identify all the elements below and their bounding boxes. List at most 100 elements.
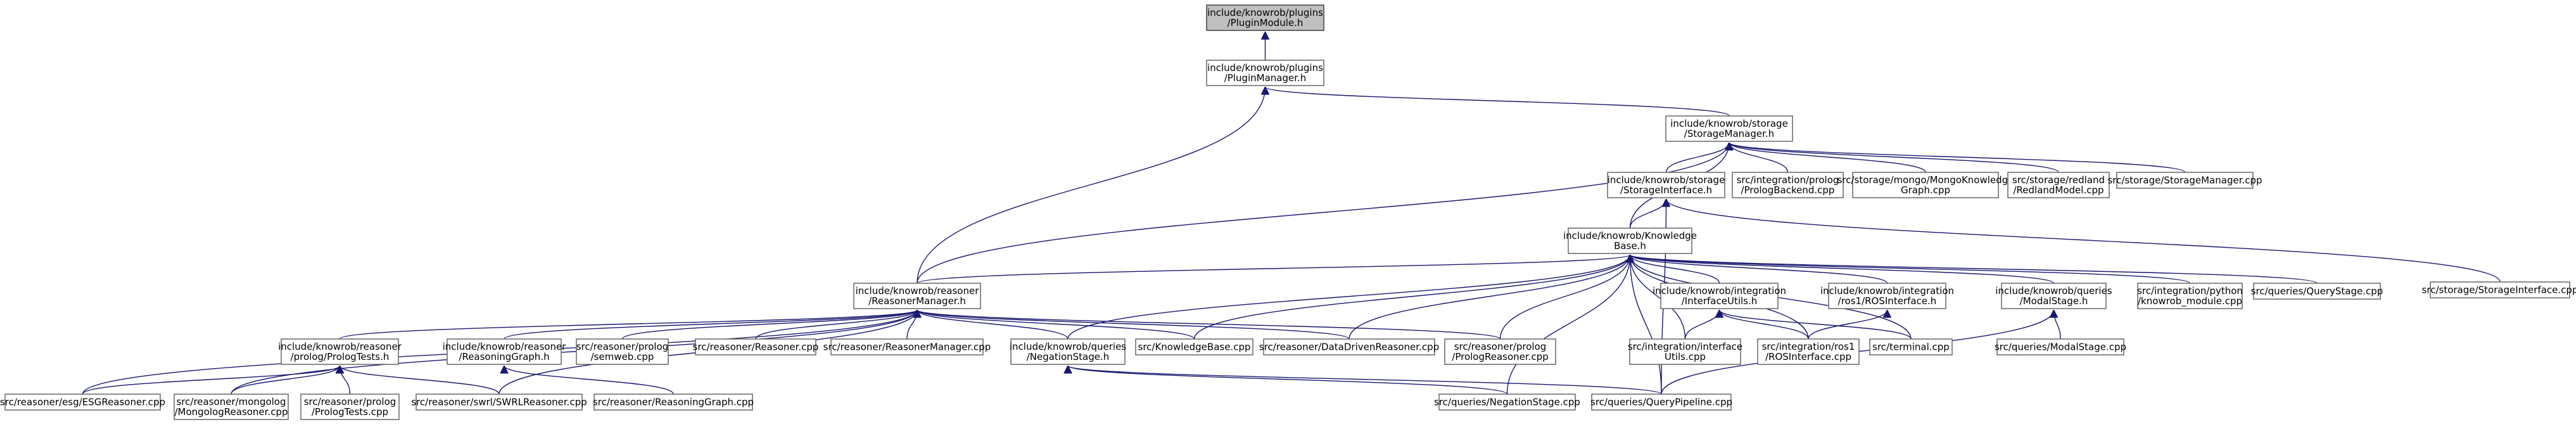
node-querypipeline[interactable]: src/queries/QueryPipeline.cpp bbox=[1590, 394, 1732, 411]
node-label-line: src/reasoner/esg/ESGReasoner.cpp bbox=[0, 397, 165, 408]
node-box bbox=[1206, 60, 1324, 86]
node-prologbackend[interactable]: src/integration/prolog/PrologBackend.cpp bbox=[1732, 172, 1844, 198]
node-label-line: /prolog/PrologTests.h bbox=[291, 351, 390, 362]
node-box bbox=[1263, 338, 1435, 355]
node-esgreasoner[interactable]: src/reasoner/esg/ESGReasoner.cpp bbox=[0, 394, 165, 411]
node-label-line: src/reasoner/mongolog bbox=[176, 396, 286, 407]
node-rosinterface-cpp[interactable]: src/integration/ros1/ROSInterface.cpp bbox=[1757, 338, 1860, 365]
node-label-line: src/queries/ModalStage.cpp bbox=[1995, 342, 2126, 353]
node-box bbox=[830, 338, 984, 355]
node-pluginmodule[interactable]: include/knowrob/plugins/PluginModule.h bbox=[1206, 4, 1324, 31]
node-label-line: Utils.cpp bbox=[1665, 351, 1706, 362]
node-label-line: /StorageInterface.h bbox=[1620, 184, 1712, 196]
node-label-line: /ReasoningGraph.h bbox=[459, 351, 549, 362]
edge-rosinterface_cpp-to-interfaceutils_h bbox=[1720, 309, 1809, 340]
node-redlandmodel[interactable]: src/storage/redland/RedlandModel.cpp bbox=[2007, 172, 2110, 198]
node-negationstage-h[interactable]: include/knowrob/queries/NegationStage.h bbox=[1010, 338, 1126, 365]
node-box bbox=[853, 283, 981, 309]
node-datadrivenreasoner[interactable]: src/reasoner/DataDrivenReasoner.cpp bbox=[1259, 338, 1439, 355]
node-label-line: include/knowrob/plugins bbox=[1207, 62, 1323, 74]
edge-storagemanager_h-to-pluginmanager bbox=[1266, 86, 1730, 117]
node-box bbox=[281, 338, 399, 365]
node-label-line: include/knowrob/reasoner bbox=[443, 341, 567, 352]
node-label-line: /ROSInterface.cpp bbox=[1765, 351, 1851, 362]
node-box bbox=[1665, 115, 1793, 142]
node-reasonermanager-h[interactable]: include/knowrob/reasoner/ReasonerManager… bbox=[853, 283, 981, 309]
node-label-line: /NegationStage.h bbox=[1027, 351, 1110, 362]
node-label-line: src/reasoner/Reasoner.cpp bbox=[693, 342, 819, 353]
node-box bbox=[2253, 283, 2381, 300]
node-box bbox=[1869, 338, 1953, 355]
node-prologreasoner[interactable]: src/reasoner/prolog/PrologReasoner.cpp bbox=[1444, 338, 1556, 365]
node-label-line: /PrologReasoner.cpp bbox=[1452, 351, 1548, 362]
edge-modalstage_h-to-knowledgebase_h bbox=[1630, 254, 2055, 284]
node-label-line: src/reasoner/prolog bbox=[1454, 341, 1547, 352]
node-knowrob-module[interactable]: src/integration/python/knowrob_module.cp… bbox=[2137, 283, 2243, 309]
edge-datadrivenreasoner-to-reasonermanager_h bbox=[917, 309, 1350, 340]
edge-prologreasoner-to-knowledgebase_h bbox=[1499, 255, 1630, 340]
node-reasoninggraph-cpp[interactable]: src/reasoner/ReasoningGraph.cpp bbox=[593, 394, 754, 411]
node-label-line: src/reasoner/prolog bbox=[304, 396, 397, 407]
node-swrlreasoner[interactable]: src/reasoner/swrl/SWRLReasoner.cpp bbox=[411, 394, 587, 411]
node-modalstage-cpp[interactable]: src/queries/ModalStage.cpp bbox=[1995, 338, 2126, 355]
node-storageinterface-h[interactable]: include/knowrob/storage/StorageInterface… bbox=[1607, 172, 1725, 198]
node-interfaceutils-h[interactable]: include/knowrob/integration/InterfaceUti… bbox=[1653, 283, 1786, 309]
node-knowledgebase-cpp[interactable]: src/KnowledgeBase.cpp bbox=[1135, 338, 1253, 355]
node-prologtests-h[interactable]: include/knowrob/reasoner/prolog/PrologTe… bbox=[278, 338, 402, 365]
node-box bbox=[1444, 338, 1556, 365]
node-mongoknowledgegraph[interactable]: src/storage/mongo/MongoKnowledgeGraph.cp… bbox=[1837, 172, 2014, 198]
edge-prologreasoner-to-reasonermanager_h bbox=[917, 309, 1501, 340]
node-label-line: /ModalStage.h bbox=[2020, 295, 2088, 307]
node-box bbox=[1568, 227, 1692, 254]
edge-datadrivenreasoner-to-knowledgebase_h bbox=[1348, 255, 1630, 340]
node-storagemanager-cpp[interactable]: src/storage/StorageManager.cpp bbox=[2107, 172, 2262, 189]
edge-querystage_cpp-to-knowledgebase_h bbox=[1630, 254, 2318, 284]
node-pluginmanager[interactable]: include/knowrob/plugins/PluginManager.h bbox=[1206, 60, 1324, 86]
node-reasoninggraph-h[interactable]: include/knowrob/reasoner/ReasoningGraph.… bbox=[443, 338, 567, 365]
node-label-line: include/knowrob/plugins bbox=[1207, 7, 1323, 18]
edge-knowrob_module-to-knowledgebase_h bbox=[1630, 254, 2191, 284]
node-rosinterface-h[interactable]: include/knowrob/integration/ros1/ROSInte… bbox=[1820, 283, 1954, 309]
node-modalstage-h[interactable]: include/knowrob/queries/ModalStage.h bbox=[1995, 283, 2112, 309]
node-label-line: include/knowrob/integration bbox=[1653, 285, 1786, 297]
edge-reasoninggraph_h-to-reasonermanager_h bbox=[504, 309, 917, 340]
edge-terminal-to-interfaceutils_h bbox=[1720, 309, 1912, 340]
node-reasonermanager-cpp[interactable]: src/reasoner/ReasonerManager.cpp bbox=[823, 338, 991, 355]
node-knowledgebase-h[interactable]: include/knowrob/KnowledgeBase.h bbox=[1563, 227, 1697, 254]
node-querystage-cpp[interactable]: src/queries/QueryStage.cpp bbox=[2251, 283, 2383, 300]
node-label-line: Graph.cpp bbox=[1901, 184, 1950, 196]
edge-rosinterface_cpp-to-rosinterface_h bbox=[1808, 309, 1888, 340]
node-storagemanager-h[interactable]: include/knowrob/storage/StorageManager.h bbox=[1665, 115, 1793, 142]
node-box bbox=[1438, 394, 1576, 411]
node-label-line: src/storage/redland bbox=[2012, 174, 2105, 186]
edge-negationstage_cpp-to-negationstage_h bbox=[1068, 365, 1508, 395]
edge-knowledgebase_cpp-to-knowledgebase_h bbox=[1193, 255, 1630, 340]
node-prologtests-cpp[interactable]: src/reasoner/prolog/PrologTests.cpp bbox=[300, 394, 400, 420]
node-label-line: /ReasonerManager.h bbox=[868, 295, 966, 307]
node-box bbox=[2001, 283, 2107, 309]
node-semweb[interactable]: src/reasoner/prolog/semweb.cpp bbox=[576, 338, 669, 365]
node-negationstage-cpp[interactable]: src/queries/NegationStage.cpp bbox=[1434, 394, 1580, 411]
node-box bbox=[1135, 338, 1253, 355]
edge-storageinterface_h-to-storagemanager_h bbox=[1665, 142, 1730, 173]
edge-storageinterface_cpp-to-storageinterface_h bbox=[1666, 198, 2501, 283]
node-box bbox=[1591, 394, 1732, 411]
edge-prologtests_h-to-reasonermanager_h bbox=[339, 309, 918, 340]
node-box bbox=[1660, 283, 1779, 309]
node-storageinterface-cpp[interactable]: src/storage/StorageInterface.cpp bbox=[2422, 281, 2576, 298]
node-label-line: src/queries/QueryStage.cpp bbox=[2251, 286, 2383, 297]
node-box bbox=[416, 394, 583, 411]
node-box bbox=[1629, 338, 1741, 365]
node-terminal[interactable]: src/terminal.cpp bbox=[1869, 338, 1953, 355]
edge-mongologreasoner-to-prologtests_h bbox=[231, 365, 340, 395]
edge-interfaceutils_cpp-to-knowledgebase_h bbox=[1630, 255, 1686, 340]
node-reasoner-cpp[interactable]: src/reasoner/Reasoner.cpp bbox=[693, 338, 819, 355]
node-label-line: src/integration/interface bbox=[1628, 341, 1742, 352]
node-mongologreasoner[interactable]: src/reasoner/mongolog/MongologReasoner.c… bbox=[174, 394, 289, 420]
edge-mongologreasoner-to-reasonermanager_h bbox=[231, 309, 917, 395]
node-box bbox=[695, 338, 816, 355]
edge-reasonermanager_h-to-knowledgebase_h bbox=[917, 254, 1630, 284]
edge-swrlreasoner-to-prologtests_h bbox=[340, 365, 500, 395]
